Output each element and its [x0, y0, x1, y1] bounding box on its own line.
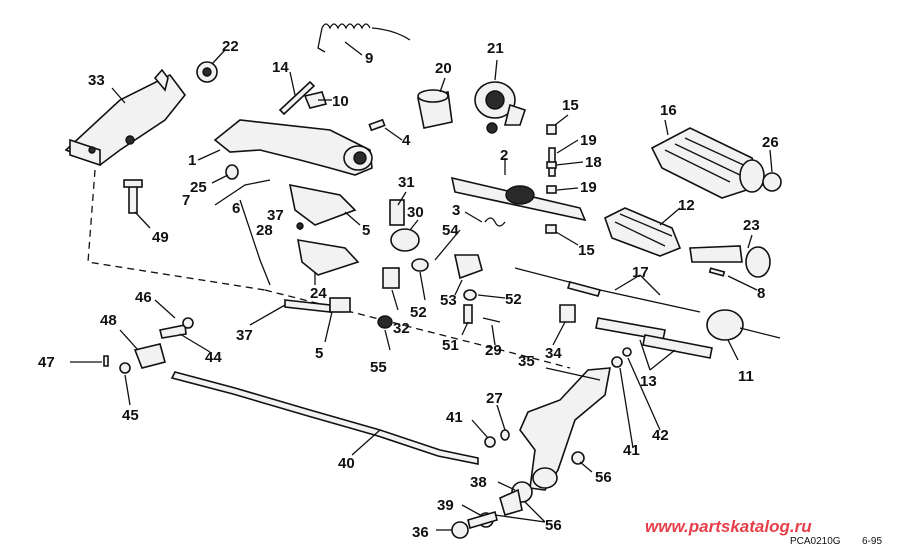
callout-55: 55: [370, 359, 387, 376]
callout-5b: 5: [315, 345, 323, 362]
drawing-date: 6-95: [862, 536, 882, 547]
callout-3: 3: [452, 202, 460, 219]
callout-20: 20: [435, 60, 452, 77]
shift-lever-part: [519, 367, 611, 491]
callout-2: 2: [500, 147, 508, 164]
grommet-part: [196, 61, 218, 83]
callout-4: 4: [402, 132, 411, 149]
callout-40: 40: [338, 455, 355, 472]
nut-washer-parts: [484, 347, 632, 465]
callout-15b: 15: [578, 242, 595, 259]
bracket-and-switch-parts: [214, 179, 360, 313]
callout-23: 23: [743, 217, 760, 234]
callout-42: 42: [652, 427, 669, 444]
callout-14: 14: [272, 59, 289, 76]
callout-19a: 19: [580, 132, 597, 149]
callout-33: 33: [88, 72, 105, 89]
callout-35: 35: [518, 353, 535, 370]
callout-38: 38: [470, 474, 487, 491]
callout-29: 29: [485, 342, 502, 359]
callout-37a: 37: [267, 207, 284, 224]
callout-16: 16: [660, 102, 677, 119]
callout-12: 12: [678, 197, 695, 214]
throttle-housing-part: [474, 81, 527, 134]
drawing-code: PCA0210G: [790, 536, 841, 547]
bolt-part: [123, 179, 143, 214]
callout-21: 21: [487, 40, 504, 57]
callout-32: 32: [393, 320, 410, 337]
callout-15a: 15: [562, 97, 579, 114]
fitting-parts: [545, 124, 557, 234]
throttle-shaft-part: [450, 176, 587, 222]
callout-45: 45: [122, 407, 139, 424]
callout-labels: 1 2 3 4 5 5 6 7 8 9 10 11 12 13 14 15 15…: [38, 38, 779, 541]
callout-46: 46: [135, 289, 152, 306]
cotter-pin-part: [482, 317, 501, 323]
tiller-bracket-part: [64, 68, 187, 167]
shift-rod-part: [170, 371, 479, 465]
callout-11: 11: [738, 368, 754, 385]
callout-10: 10: [332, 93, 349, 110]
throttle-cable-part: [514, 267, 701, 313]
leader-lines: [70, 41, 773, 531]
callout-30: 30: [407, 204, 424, 221]
watermark-text: www.partskatalog.ru: [645, 517, 812, 536]
callout-56b: 56: [545, 517, 562, 534]
callout-5a: 5: [362, 222, 370, 239]
callout-8: 8: [757, 285, 765, 302]
callout-22: 22: [222, 38, 239, 55]
callout-26: 26: [762, 134, 779, 151]
callout-49: 49: [152, 229, 169, 246]
tiller-arm-part: [213, 119, 373, 176]
bushing-part: [417, 89, 453, 129]
callout-51: 51: [442, 337, 459, 354]
callout-37b: 37: [236, 327, 253, 344]
throttle-grip-part: [650, 127, 765, 199]
callout-25: 25: [190, 179, 207, 196]
callout-44: 44: [205, 349, 222, 366]
callout-1: 1: [188, 152, 196, 169]
small-pin-part: [368, 118, 386, 132]
pivot-stack-parts: [451, 481, 533, 539]
callout-39: 39: [437, 497, 454, 514]
callout-52b: 52: [505, 291, 522, 308]
callout-9: 9: [365, 50, 373, 67]
callout-28: 28: [256, 222, 273, 239]
callout-52a: 52: [410, 304, 427, 321]
bracket-clip-part: [559, 304, 576, 323]
callout-48: 48: [100, 312, 117, 329]
callout-19b: 19: [580, 179, 597, 196]
sleeve-part: [604, 207, 682, 257]
stop-switch-part: [689, 245, 771, 278]
linkage-end-parts: [103, 317, 194, 374]
assembly-boundary-line: [87, 169, 571, 369]
clip-part: [303, 91, 328, 109]
callout-13: 13: [640, 373, 657, 390]
washer-part-25: [225, 164, 239, 180]
callout-36: 36: [412, 524, 429, 541]
callout-17: 17: [632, 264, 649, 281]
callout-34: 34: [545, 345, 562, 362]
callout-41b: 41: [623, 442, 640, 459]
callout-6: 6: [232, 200, 240, 217]
callout-27: 27: [486, 390, 503, 407]
callout-54: 54: [442, 222, 459, 239]
small-spring-part: [484, 217, 506, 227]
callout-47: 47: [38, 354, 55, 371]
callout-7: 7: [182, 192, 190, 209]
stop-pin-part: [708, 267, 726, 277]
callout-56a: 56: [595, 469, 612, 486]
cam-assembly-parts: [377, 199, 483, 329]
callout-41a: 41: [446, 409, 463, 426]
end-cap-part: [762, 172, 782, 192]
pin-part: [278, 80, 316, 116]
callout-24: 24: [310, 285, 327, 302]
callout-31: 31: [398, 174, 415, 191]
callout-53: 53: [440, 292, 457, 309]
callout-18: 18: [585, 154, 602, 171]
lanyard-spring-part: [317, 23, 411, 53]
cable-end-part: [706, 309, 781, 341]
hose-parts: [595, 317, 713, 359]
